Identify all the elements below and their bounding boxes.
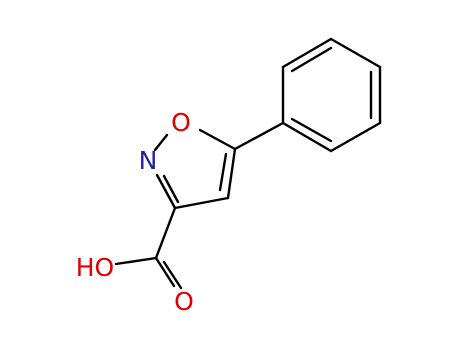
phenyl-bond-3 (329, 121, 382, 153)
o-n-bond (153, 133, 169, 152)
carboxyl-hydroxyl-bond (114, 256, 158, 266)
phenyl-bond-4 (281, 121, 333, 153)
phenyl-double-bond-inner-2 (290, 117, 333, 143)
phenyl-isoxazole-bond (233, 121, 285, 151)
phenyl-bond-1 (329, 37, 382, 69)
ring-nitrogen-label: N (139, 146, 158, 175)
n-c3-bond (155, 173, 177, 210)
bond-layer (114, 37, 382, 290)
phenyl-double-bond-inner-3 (290, 46, 333, 73)
carboxyl-carbonyl-bond-1 (154, 256, 176, 288)
c4-c5-double-bond-inner (218, 152, 228, 192)
c3-c4-bond (173, 196, 230, 210)
c3-carboxyl-bond (154, 206, 177, 260)
n-c3-double-bond-inner (162, 174, 180, 204)
carboxyl-carbonyl-bond-2 (162, 260, 183, 290)
phenyl-bond-6 (281, 37, 333, 69)
c5-o-bond (198, 128, 237, 151)
carbonyl-oxygen-label: O (174, 287, 194, 316)
c4-c5-bond (226, 147, 237, 200)
ring-oxygen-label: O (171, 108, 191, 137)
hydroxyl-label: HO (76, 253, 114, 282)
